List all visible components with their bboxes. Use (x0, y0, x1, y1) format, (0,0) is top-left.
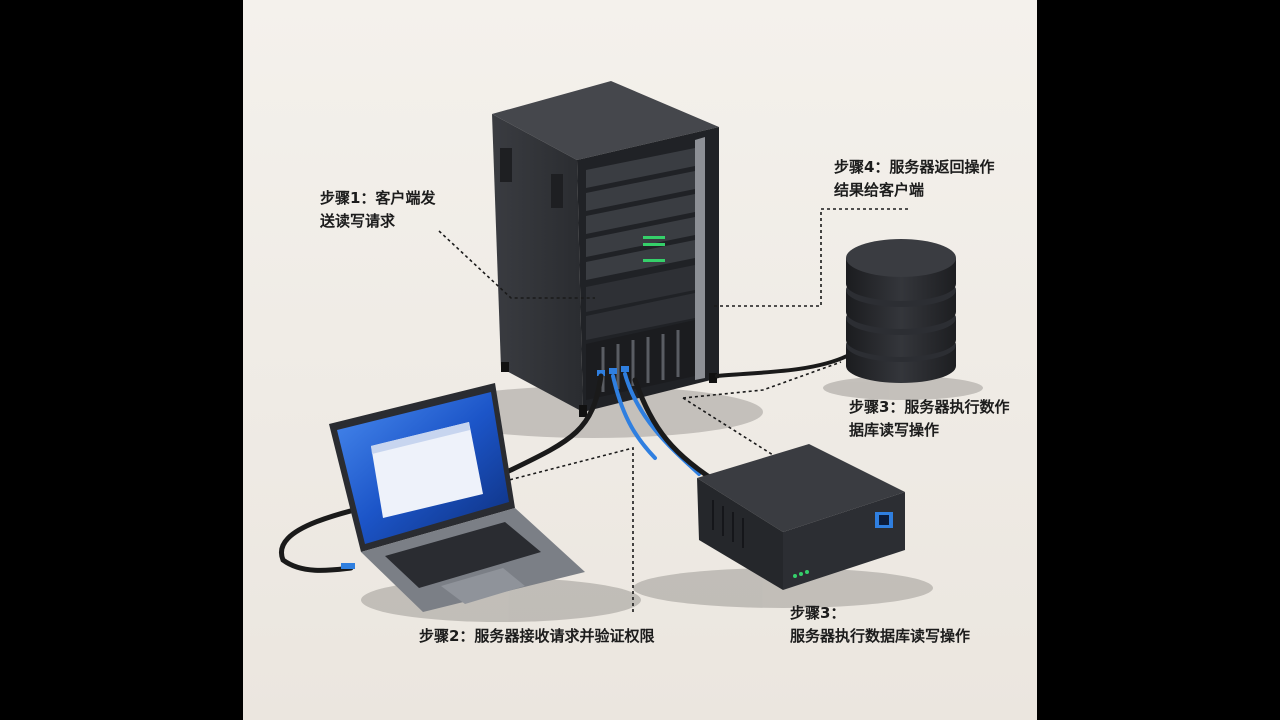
leader-step4 (711, 208, 908, 307)
leader-step2 (508, 446, 634, 612)
leader-step3-db (682, 361, 842, 399)
diagram-canvas: 步骤1：客户端发 送读写请求 步骤4：服务器返回操作 结果给客户端 步骤3：服务… (243, 0, 1037, 720)
label-step3-db: 步骤3：服务器执行数作 据库读写操作 (849, 398, 1010, 439)
database-icon (846, 239, 956, 383)
label-step1: 步骤1：客户端发 送读写请求 (320, 189, 436, 230)
leader-step1 (438, 230, 595, 299)
label-step3-box: 步骤3： 服务器执行数据库读写操作 (790, 604, 971, 645)
server-rack-icon (492, 81, 719, 417)
leader-lines (438, 208, 908, 612)
network-device-icon (697, 444, 905, 590)
laptop-icon (329, 383, 585, 612)
shadows (361, 376, 983, 622)
label-step4: 步骤4：服务器返回操作 结果给客户端 (834, 158, 995, 199)
label-step2: 步骤2：服务器接收请求并验证权限 (419, 627, 655, 645)
diagram-scene (279, 81, 983, 622)
